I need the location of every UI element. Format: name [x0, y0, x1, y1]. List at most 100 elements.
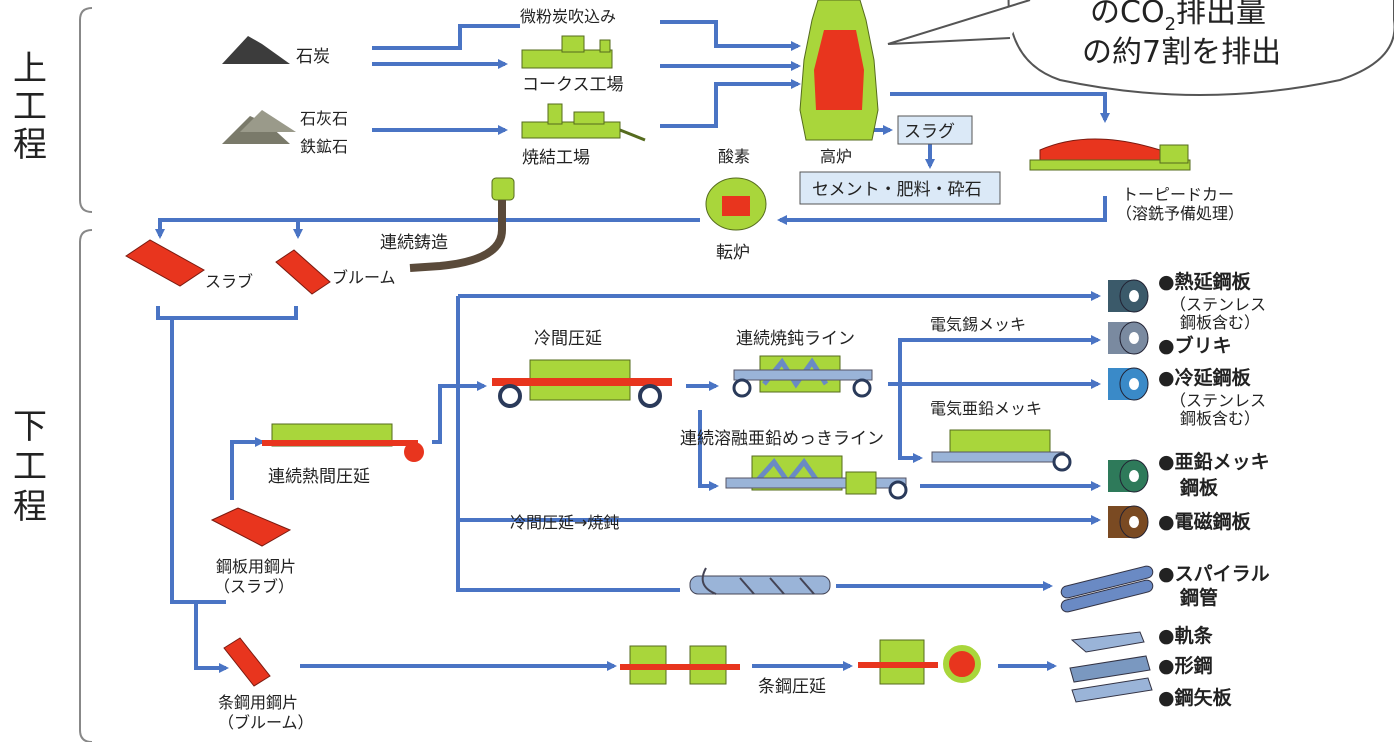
product-hot-rolled-note1: （ステンレス: [1170, 295, 1266, 314]
bar-bloom-icon: [223, 637, 271, 687]
coil-tinplate-icon: [1108, 321, 1149, 355]
svg-text:上: 上: [13, 49, 47, 89]
pci-label: 微粉炭吹込み: [520, 7, 616, 26]
furnace-to-torpedo-arrow: [890, 92, 1110, 123]
product-shape-steel: ●形鋼: [1158, 654, 1213, 677]
electro-zinc-line-icon: [931, 429, 1072, 472]
electro-zinc-label: 電気亜鉛メッキ: [930, 399, 1042, 418]
main-feed-line: [170, 318, 226, 604]
plate-slab-icon: [210, 507, 292, 547]
continuous-casting-label: 連続鋳造: [380, 233, 448, 253]
plate-slab-sub-label: （スラブ）: [214, 577, 294, 596]
product-hot-rolled: ●熱延鋼板: [1158, 270, 1252, 293]
bar-bloom-label: 条鋼用鋼片: [218, 693, 298, 712]
coil-galvanized-icon: [1108, 459, 1149, 493]
coil-cold-rolled-icon: [1108, 367, 1149, 401]
to-bloom-piece-arrow: [194, 602, 229, 673]
slab-icon: [125, 239, 205, 287]
torpedo-label: トーピードカー: [1122, 185, 1234, 204]
converter-icon: [705, 177, 767, 231]
product-hot-rolled-note2: 鋼板含む）: [1180, 313, 1260, 332]
svg-text:程: 程: [13, 125, 47, 165]
to-hot-strip-arrow: [230, 437, 265, 500]
slag-use-label: セメント・肥料・砕石: [812, 180, 982, 200]
slag-use-box: [799, 171, 1001, 205]
svg-text:程: 程: [13, 487, 47, 527]
product-cold-rolled: ●冷延鋼板: [1158, 366, 1252, 389]
lower-process-bracket: [79, 229, 93, 742]
blast-furnace-label: 高炉: [820, 147, 852, 166]
upper-process-bracket: [79, 7, 93, 213]
hot-dip-line-icon: [725, 455, 908, 500]
spiral-pipes-icon: [1060, 565, 1154, 613]
bloom-label: ブルーム: [332, 268, 396, 287]
blast-furnace-icon: [799, 0, 879, 141]
upper-process-label: 上 工 程: [13, 49, 47, 165]
sinter-plant-label: 焼結工場: [522, 148, 590, 168]
pci-to-furnace-arrow: [660, 20, 801, 51]
branch-trunk-line: [456, 296, 680, 592]
product-galvanized: ●亜鉛メッキ: [1158, 450, 1270, 473]
co2-callout: のCO2排出量 の約7割を排出: [887, 0, 1394, 96]
product-rail: ●軌条: [1158, 624, 1214, 647]
coke-plant-label: コークス工場: [522, 75, 624, 95]
tin-plating-label: 電気錫メッキ: [930, 315, 1026, 334]
hot-dip-label: 連続溶融亜鉛めっきライン: [680, 429, 884, 449]
svg-text:工: 工: [13, 447, 47, 487]
iron-ore-label: 鉄鉱石: [300, 137, 348, 156]
hot-strip-mill-icon: [262, 423, 424, 462]
coil-hot-rolled-icon: [1108, 279, 1149, 313]
product-galvanized-line2: 鋼板: [1179, 476, 1219, 499]
coke-plant-icon: [521, 35, 613, 69]
product-tinplate: ●ブリキ: [1158, 334, 1232, 357]
torpedo-sub-label: （溶銑予備処理）: [1116, 204, 1244, 223]
coal-label: 石炭: [296, 47, 330, 67]
limestone-pile-icon: [240, 110, 296, 132]
bar-bloom-sub-label: （ブルーム）: [218, 713, 314, 732]
cold-rolling-mill-icon: [492, 359, 672, 408]
plate-slab-label: 鋼板用鋼片: [216, 557, 296, 576]
svg-text:工: 工: [13, 87, 47, 127]
callout-line1: のCO2排出量: [1090, 0, 1266, 35]
bloom-icon: [275, 249, 331, 295]
slag-box: [897, 115, 973, 145]
annealing-label: 連続焼鈍ライン: [736, 329, 855, 349]
sinter-to-furnace-arrow: [660, 79, 801, 128]
rail-section-icon: [1069, 631, 1153, 703]
coil-electrical-icon: [1108, 505, 1149, 539]
slag-label: スラグ: [904, 122, 955, 142]
torpedo-to-converter-arrow: [777, 196, 1107, 225]
cold-anneal-label: 冷間圧延→焼鈍: [510, 513, 619, 532]
converter-to-slab-arrow: [155, 218, 700, 239]
svg-text:下: 下: [13, 407, 47, 447]
oxygen-label: 酸素: [718, 147, 750, 166]
product-sheet-pile: ●鋼矢板: [1158, 686, 1233, 709]
torpedo-car-icon: [1029, 138, 1191, 171]
product-spiral-pipe: ●スパイラル: [1158, 563, 1270, 585]
product-spiral-pipe-line2: 鋼管: [1179, 586, 1218, 609]
annealing-line-icon: [732, 355, 873, 398]
to-tinplate-arrow: [898, 335, 1101, 384]
slab-label: スラブ: [205, 272, 253, 291]
coal-to-pci-line: [372, 24, 520, 50]
to-electro-zinc-arrow: [898, 384, 923, 463]
product-electrical: ●電磁鋼板: [1158, 510, 1252, 533]
product-cold-rolled-note2: 鋼板含む）: [1180, 409, 1260, 428]
hot-strip-out-line: [432, 384, 458, 444]
hot-strip-label: 連続熱間圧延: [268, 467, 370, 487]
product-cold-rolled-note1: （ステンレス: [1170, 391, 1266, 410]
continuous-caster-icon: [409, 177, 515, 272]
coal-pile-icon: [222, 36, 290, 64]
section-rolling-stands-icon: [620, 639, 981, 685]
callout-line2: の約7割を排出: [1082, 35, 1281, 70]
sinter-plant-icon: [521, 103, 646, 142]
cold-rolling-label: 冷間圧延: [534, 329, 602, 349]
casting-join-line: [156, 306, 298, 320]
converter-label: 転炉: [716, 243, 750, 263]
lower-process-label: 下 工 程: [13, 407, 47, 527]
section-rolling-label: 条鋼圧延: [758, 677, 826, 697]
spiral-pipe-machine-icon: [689, 567, 831, 595]
cold-to-hotdip-arrow: [698, 410, 719, 491]
